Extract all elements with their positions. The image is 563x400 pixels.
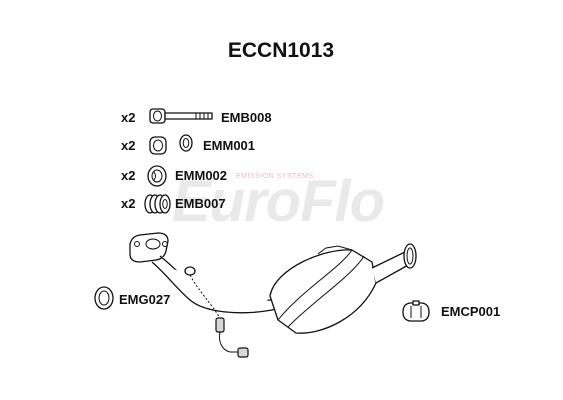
clamp-icon (402, 300, 430, 322)
watermark-brand: EuroFlo (172, 169, 384, 234)
parts-row-emb008: x2 EMB008 (121, 108, 272, 125)
part-code: EMG027 (119, 292, 170, 307)
spring-stack-icon (144, 194, 171, 214)
watermark-tagline: EMISSION SYSTEMS (236, 173, 314, 180)
bolt-icon (149, 108, 213, 124)
parts-row-emm001: x2 EMM001 (121, 134, 255, 155)
part-code: EMM001 (203, 138, 255, 153)
callout-emcp001: EMCP001 (402, 300, 500, 322)
part-code: EMB007 (175, 196, 226, 211)
part-qty: x2 (121, 168, 135, 183)
parts-row-emb007: x2 EMB007 (121, 194, 226, 214)
watermark: EuroFlo EMISSION SYSTEMS (172, 169, 385, 234)
part-code: EMB008 (221, 110, 272, 125)
callout-emg027: EMG027 (94, 286, 170, 310)
gasket-icon (94, 286, 114, 310)
spring-icon (149, 134, 193, 155)
part-code: EMM002 (175, 168, 227, 183)
catalytic-converter-icon (129, 232, 417, 358)
part-qty: x2 (121, 110, 135, 125)
part-qty: x2 (121, 138, 135, 153)
part-qty: x2 (121, 196, 135, 211)
nut-icon (147, 165, 167, 187)
part-code: EMCP001 (441, 304, 500, 319)
page-title: ECCN1013 (228, 39, 334, 62)
parts-row-emm002: x2 EMM002 (121, 165, 227, 187)
